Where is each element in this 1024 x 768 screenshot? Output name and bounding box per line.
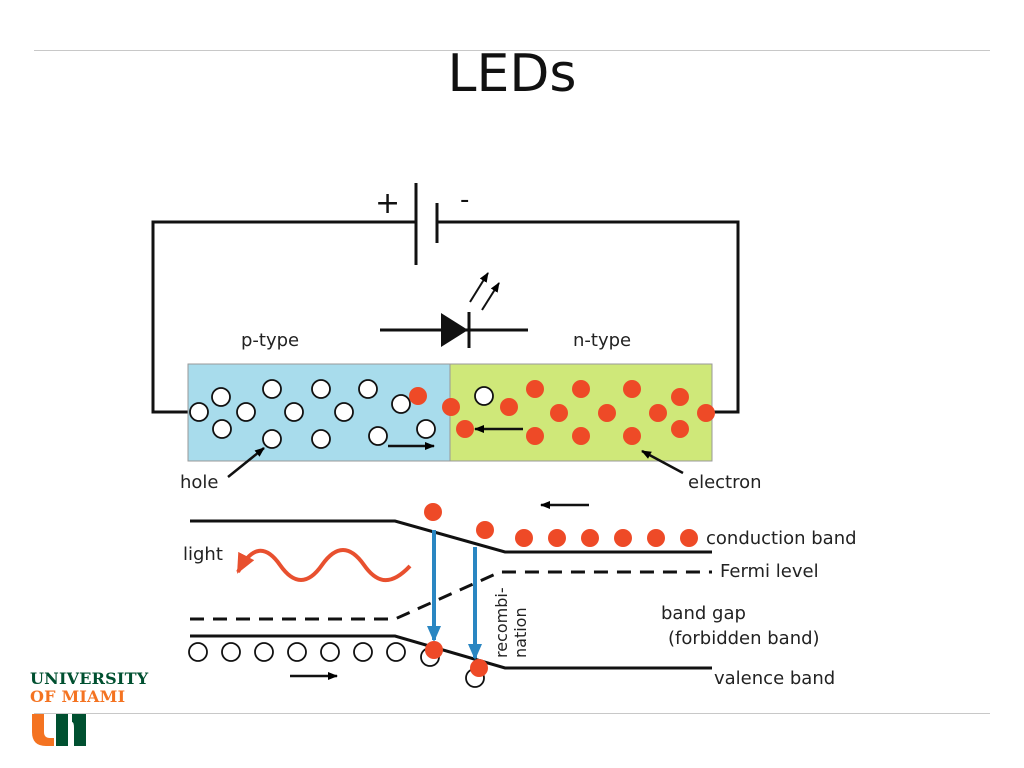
conduction-band-label: conduction band [706, 528, 857, 549]
valence-holes [188, 642, 485, 688]
recombination-label-1: recombi- [492, 587, 511, 658]
fermi-level-label: Fermi level [720, 561, 819, 582]
top-divider [34, 50, 990, 51]
battery-plus-sign: + [375, 186, 400, 221]
p-type-label: p-type [241, 330, 299, 351]
slide-title: LEDs [447, 44, 577, 104]
recombined-electron-right [470, 659, 488, 677]
diode-icon [380, 272, 528, 348]
n-type-label: n-type [573, 330, 631, 351]
battery-minus-sign: - [460, 185, 469, 215]
conduction-electrons [424, 503, 698, 547]
logo-line-university: UNIVERSITY [30, 669, 149, 688]
band-gap-label: band gap [661, 603, 746, 624]
recombined-electron-left [425, 641, 443, 659]
recombination-label-2: nation [511, 607, 530, 658]
valence-band-label: valence band [714, 668, 835, 689]
valence-band-line [190, 634, 712, 670]
light-wave-icon [236, 548, 412, 582]
circuit-wires [151, 220, 740, 414]
logo-line-miami: OF MIAMI [30, 687, 126, 706]
university-logo: UNIVERSITY OF MIAMI [30, 670, 148, 752]
forbidden-band-label: (forbidden band) [668, 628, 820, 649]
hole-pointer-arrow [227, 447, 265, 478]
conduction-band-line [190, 519, 712, 554]
bottom-divider [34, 713, 990, 714]
light-label: light [183, 544, 223, 565]
holes-p-region [189, 379, 494, 449]
battery-icon [414, 183, 439, 265]
hole-label: hole [180, 472, 219, 493]
um-logo-icon [32, 714, 86, 746]
fermi-level-line [190, 570, 712, 621]
n-region [449, 363, 713, 462]
electron-label: electron [688, 472, 762, 493]
electron-pointer-arrow [641, 449, 684, 475]
electrons-n-region [409, 380, 715, 445]
